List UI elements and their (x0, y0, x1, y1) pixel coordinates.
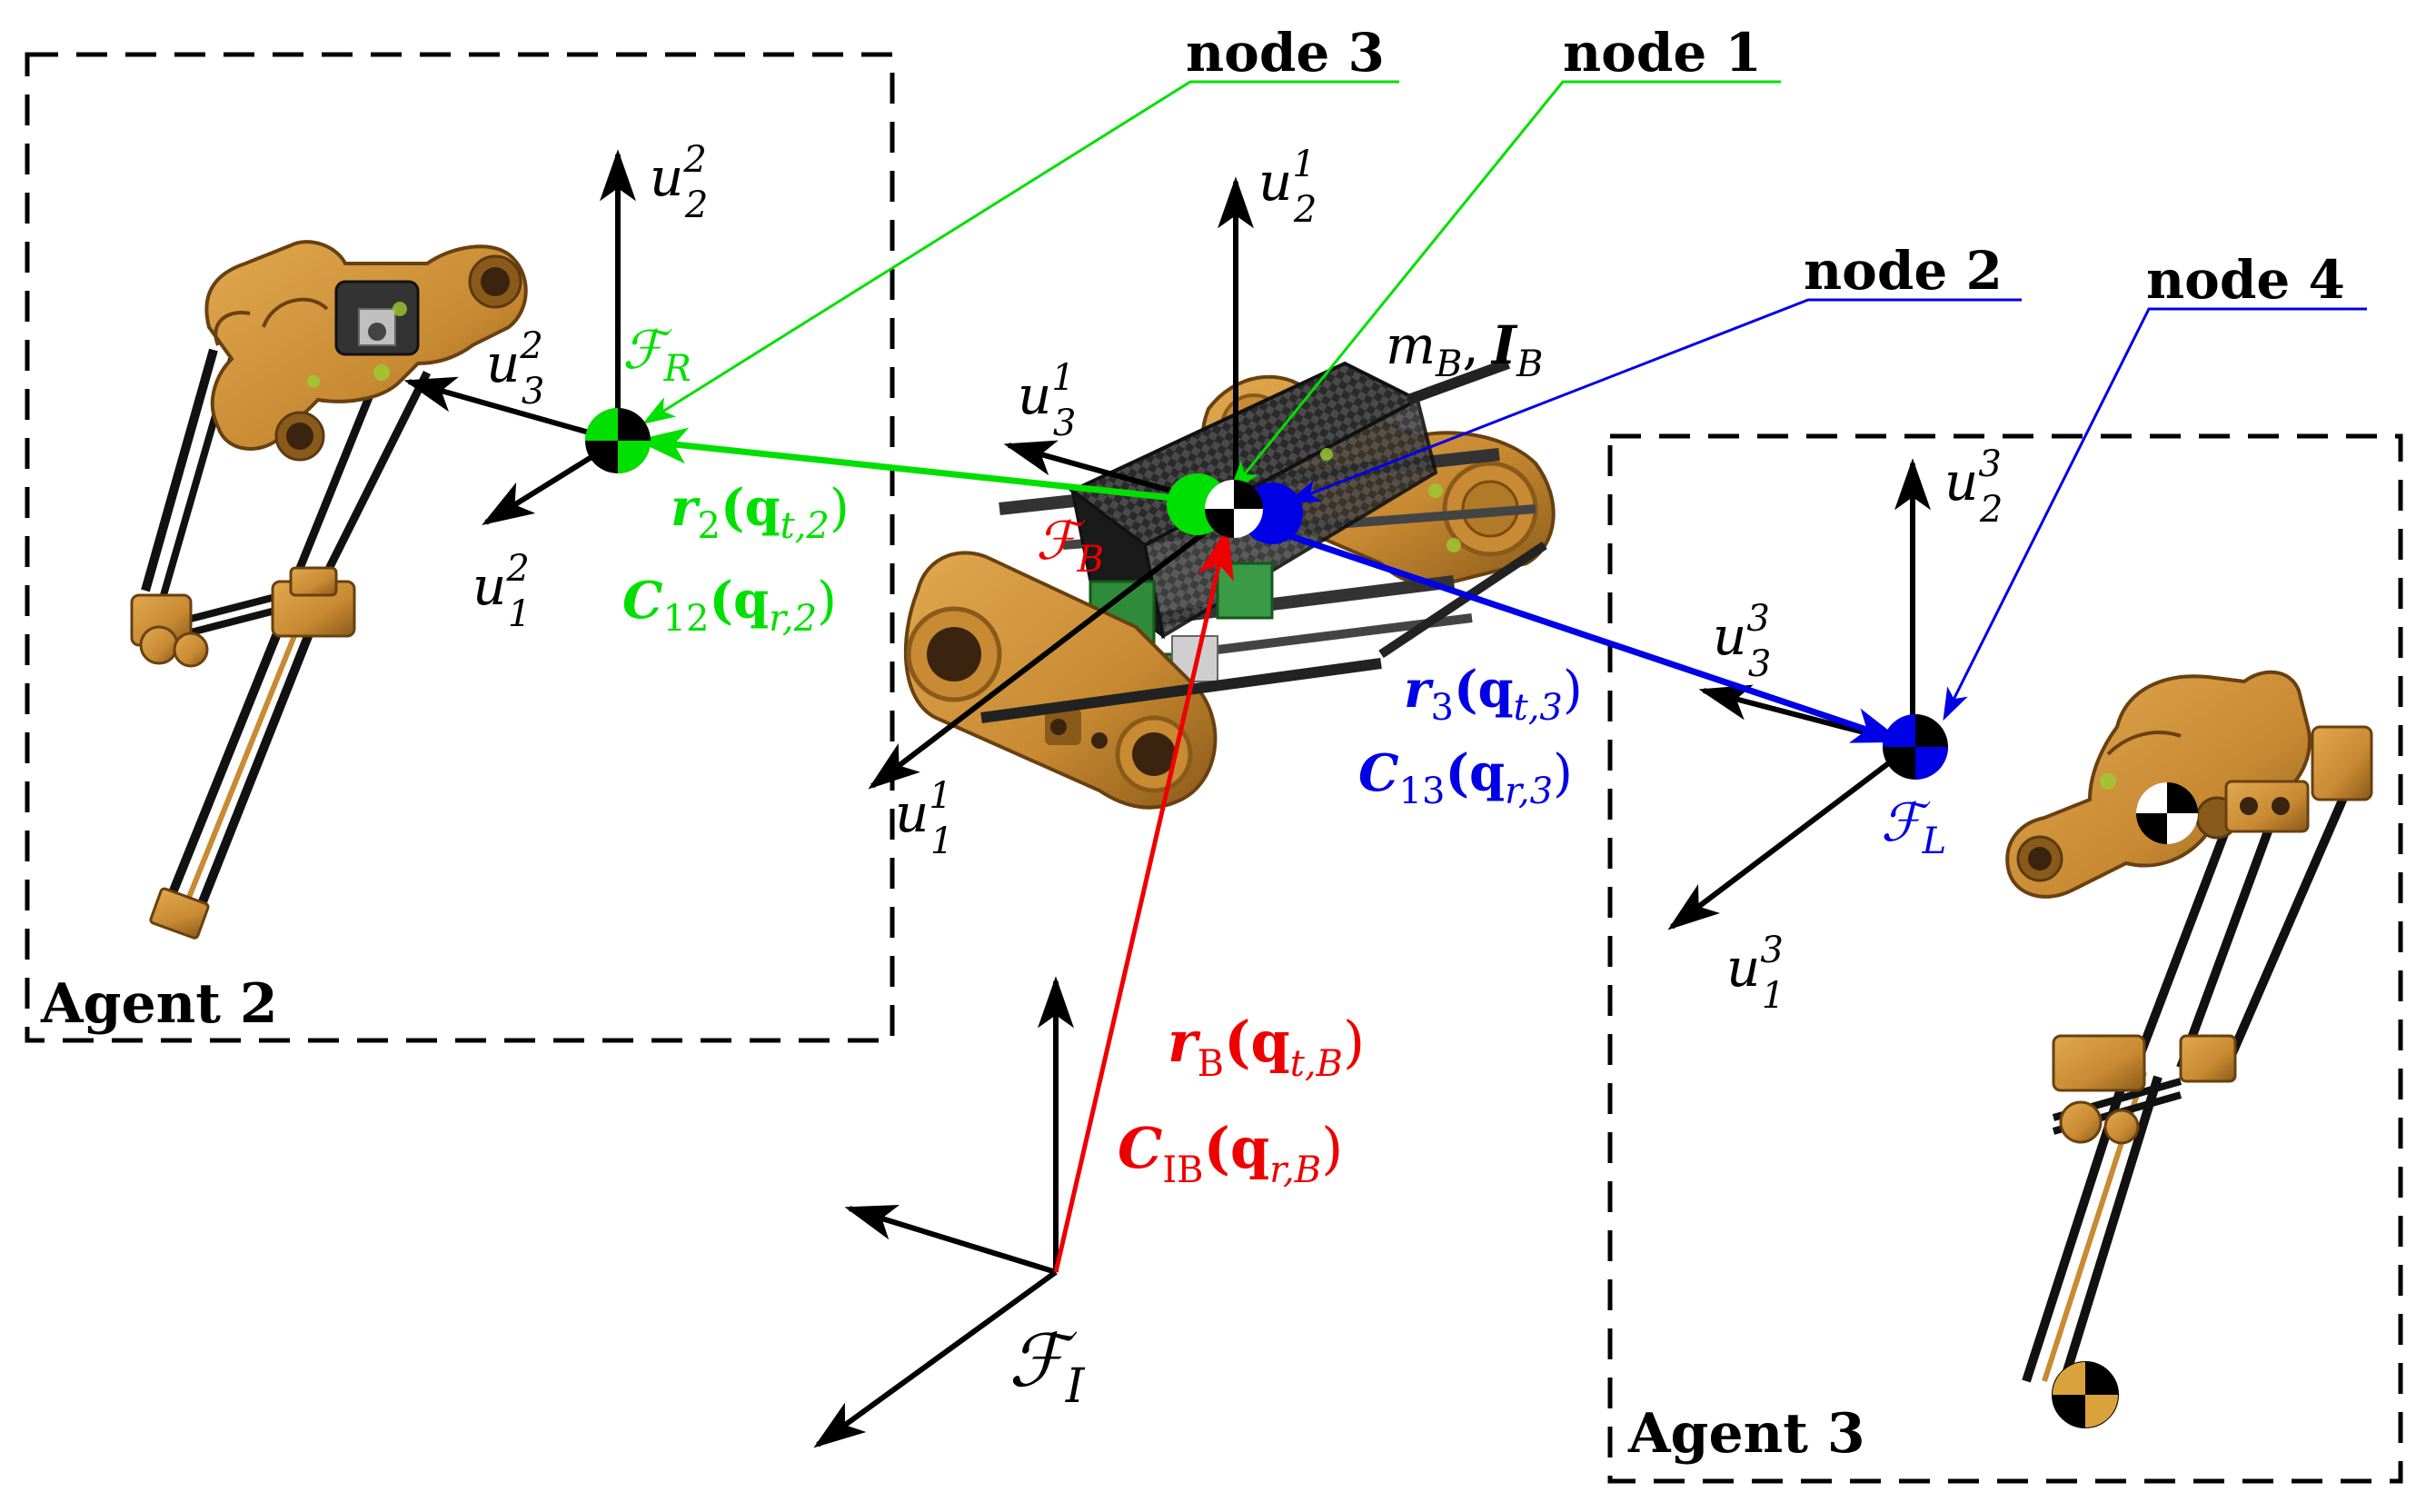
agent3-foot-marker (2052, 1361, 2119, 1428)
vector-rB-arrow (1053, 526, 1234, 1273)
agent2-leg-robot (130, 240, 528, 940)
agent2-label: Agent 2 (40, 972, 278, 1036)
node1-leader (1228, 80, 1781, 493)
agent3-box (1607, 433, 2403, 1484)
agent3-axes (1667, 458, 1931, 930)
frame-R-label: ℱR (622, 319, 691, 390)
agent3-com-marker (2136, 782, 2198, 844)
node3-leader (641, 80, 1399, 424)
mass-inertia-label: mB,IB (1386, 314, 1543, 385)
frame-L-label: ℱL (1881, 791, 1946, 862)
node2-leader (1287, 298, 2022, 503)
rB-label: rB(qt,B) (1168, 1009, 1365, 1085)
vector-r2-arrow (635, 427, 1191, 503)
agent3-label: Agent 3 (1627, 1402, 1865, 1466)
inertial-axes (813, 976, 1074, 1448)
node3-label: node 3 (1186, 22, 1385, 84)
central-body-robot (903, 358, 1556, 810)
node1-label: node 1 (1563, 22, 1762, 84)
node4-label: node 4 (2146, 249, 2345, 311)
r3-label: r3(qt,3) (1404, 660, 1583, 729)
C13-label: C13(qr,3) (1358, 743, 1573, 812)
agent3-leg-robot (2005, 670, 2373, 1428)
frame-B-label: ℱB (1036, 510, 1104, 581)
agent2-box (25, 52, 895, 1043)
r2-label: r2(qt,2) (671, 478, 850, 547)
node3-marker (585, 408, 651, 473)
body-com-marker (1205, 480, 1263, 538)
frame-I-label: ℱI (1009, 1318, 1086, 1414)
C12-label: C12(qr,2) (622, 571, 837, 640)
vector-r3-arrow (1288, 532, 1904, 744)
CIB-label: CIB(qr,B) (1118, 1115, 1343, 1191)
node2-label: node 2 (1804, 240, 2003, 302)
node4-marker (1883, 714, 1948, 780)
node4-leader (1943, 307, 2367, 721)
